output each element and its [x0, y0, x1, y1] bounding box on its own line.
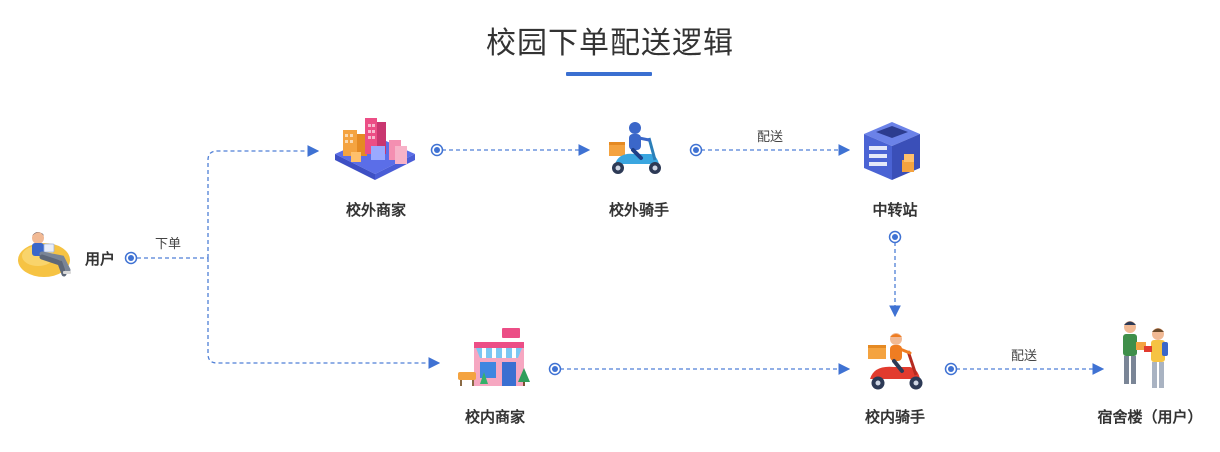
user-reading-icon	[18, 232, 71, 277]
connector-dot-user	[124, 251, 138, 265]
scooter-courier-icon	[609, 122, 661, 174]
connector-dot-on-rider	[944, 362, 958, 376]
edge-label-order: 下单	[154, 237, 182, 252]
connector-dot-off-merchant	[430, 143, 444, 157]
node-label-user: 用户	[84, 250, 116, 268]
node-label-dormitory: 宿舍楼（用户）	[1097, 408, 1203, 426]
city-buildings-icon	[335, 118, 415, 180]
edge-label-deliver-bottom: 配送	[1010, 349, 1038, 364]
edge-to-off-campus-merchant	[207, 145, 320, 258]
warehouse-icon	[864, 122, 920, 180]
connector-dots	[124, 143, 958, 376]
node-label-on-campus-rider: 校内骑手	[864, 408, 926, 426]
title-underline	[566, 72, 652, 76]
delivery-motorbike-icon	[868, 333, 923, 390]
connector-dot-on-merchant	[548, 362, 562, 376]
connector-dot-off-rider	[689, 143, 703, 157]
connector-dot-station	[888, 230, 902, 244]
node-label-on-campus-merchant: 校内商家	[464, 408, 526, 426]
diagram-title: 校园下单配送逻辑	[486, 26, 734, 61]
node-label-transfer-station: 中转站	[872, 201, 918, 219]
node-label-off-campus-merchant: 校外商家	[345, 201, 407, 219]
edge-label-deliver-top: 配送	[756, 130, 784, 145]
shop-icon	[458, 328, 530, 386]
people-handoff-icon	[1123, 321, 1168, 388]
edge-to-on-campus-merchant	[207, 258, 441, 369]
node-label-off-campus-rider: 校外骑手	[608, 201, 670, 219]
